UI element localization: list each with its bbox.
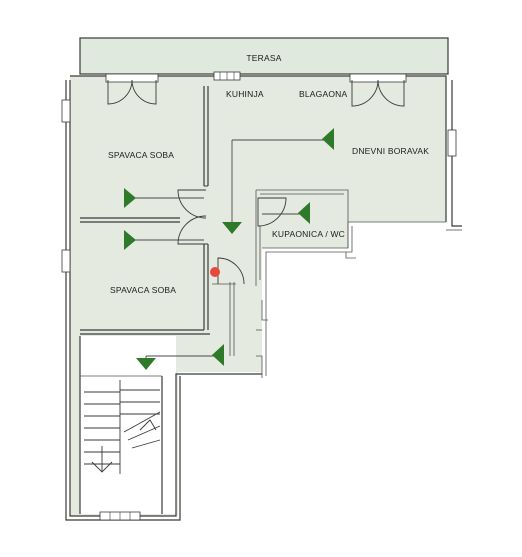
windows [61, 71, 457, 521]
camera-viewpoint-icon [124, 188, 136, 208]
floor-fill [70, 76, 446, 516]
dining-label: BLAGAONA [299, 89, 347, 99]
bathroom-label: KUPAONICA / WC [272, 229, 345, 239]
location-marker-icon [210, 267, 220, 277]
living-room-label: DNEVNI BORAVAK [352, 146, 429, 156]
terrace-label: TERASA [246, 53, 281, 63]
balcony-doors [105, 73, 407, 107]
camera-viewpoint-icon [212, 344, 224, 366]
camera-viewpoint-icon [222, 222, 242, 234]
interior-doors [177, 185, 287, 285]
kitchen-label: KUHINJA [226, 89, 264, 99]
camera-viewpoint-icon [322, 128, 334, 150]
camera-viewpoint-icon [298, 202, 310, 224]
bedroom-1-label: SPAVACA SOBA [108, 150, 174, 160]
camera-viewpoint-icon [136, 358, 156, 370]
terrace-area: TERASA [79, 37, 449, 75]
staircase [84, 380, 161, 474]
sight-lines [134, 139, 326, 362]
camera-viewpoint-icon [124, 230, 136, 250]
interior-walls [79, 86, 349, 514]
bedroom-2-label: SPAVACA SOBA [110, 285, 176, 295]
camera-viewpoints [124, 128, 334, 370]
